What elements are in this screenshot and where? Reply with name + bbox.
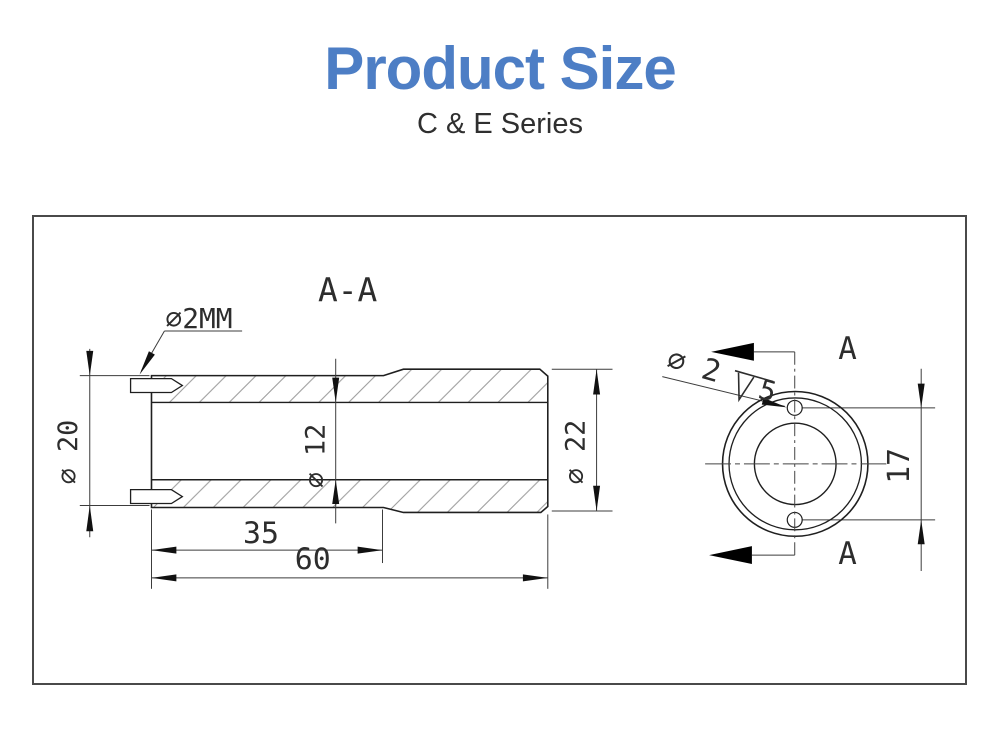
dia22-label: ⌀ 22 xyxy=(561,420,592,484)
bore-lines xyxy=(151,401,548,481)
len60-label: 60 xyxy=(295,542,331,577)
dim17-label: 17 xyxy=(882,448,917,484)
depth-symbol-icon xyxy=(734,369,774,403)
lower-wall-hatch xyxy=(151,479,548,513)
dia20-label: ⌀ 20 xyxy=(53,420,84,484)
section-marker-bottom-label: A xyxy=(838,536,857,572)
len35-label: 35 xyxy=(243,516,279,551)
hole-callout-label: ⌀2MM xyxy=(165,302,232,335)
page-title: Product Size xyxy=(324,35,676,102)
technical-drawing: A-A ⌀2MM ⌀ 20 ⌀ 12 ⌀ 22 35 60 ⌀ 2 5 17 A… xyxy=(53,271,936,589)
section-marker-top-label: A xyxy=(838,331,857,367)
side-hole-slots xyxy=(129,377,184,505)
dimension-arrows xyxy=(86,350,925,582)
body-outline xyxy=(150,368,549,514)
dia12-label: ⌀ 12 xyxy=(301,424,332,488)
section-title-label: A-A xyxy=(318,271,378,309)
section-view xyxy=(129,368,549,514)
section-cut-arrows xyxy=(709,342,754,565)
center-lines xyxy=(705,351,887,557)
upper-wall-hatch xyxy=(151,369,548,403)
page-subtitle: C & E Series xyxy=(417,108,583,140)
end-hole-dia-label: ⌀ 2 xyxy=(663,342,725,390)
drawing-frame: A-A ⌀2MM ⌀ 20 ⌀ 12 ⌀ 22 35 60 ⌀ 2 5 17 A… xyxy=(32,215,967,685)
